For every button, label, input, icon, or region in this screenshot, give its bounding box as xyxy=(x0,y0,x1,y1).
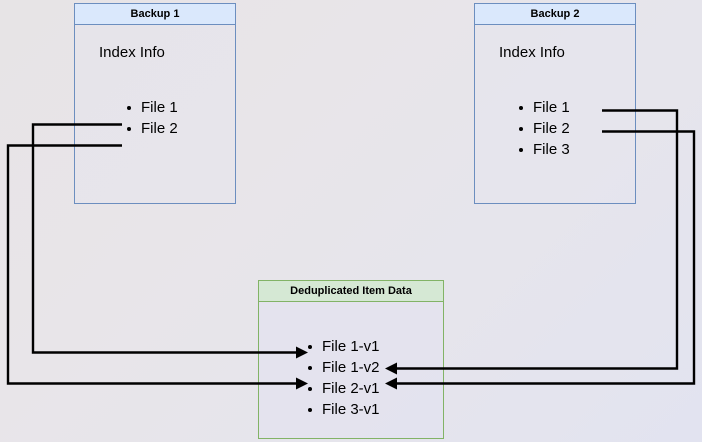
file-label: File 3-v1 xyxy=(322,401,380,418)
bullet-icon xyxy=(308,366,312,370)
file-label: File 3 xyxy=(533,141,570,158)
node-deduplicated-item-data[interactable]: Deduplicated Item Data File 1-v1 File 1-… xyxy=(258,280,444,439)
list-item[interactable]: File 2 xyxy=(125,118,178,139)
bullet-icon xyxy=(519,127,523,131)
list-item[interactable]: File 1 xyxy=(517,97,570,118)
node-backup-2[interactable]: Backup 2 Index Info File 1 File 2 File 3 xyxy=(474,3,636,204)
file-label: File 1 xyxy=(533,99,570,116)
file-label: File 1-v2 xyxy=(322,359,380,376)
node-backup-1-title: Backup 1 xyxy=(75,4,235,25)
bullet-icon xyxy=(519,148,523,152)
node-backup-1[interactable]: Backup 1 Index Info File 1 File 2 xyxy=(74,3,236,204)
list-item[interactable]: File 1 xyxy=(125,97,178,118)
list-item[interactable]: File 3-v1 xyxy=(306,399,380,420)
list-item[interactable]: File 2-v1 xyxy=(306,378,380,399)
backup-2-index-label: Index Info xyxy=(499,44,565,61)
file-label: File 1-v1 xyxy=(322,338,380,355)
bullet-icon xyxy=(127,106,131,110)
list-item[interactable]: File 1-v1 xyxy=(306,336,380,357)
list-item[interactable]: File 3 xyxy=(517,139,570,160)
file-label: File 2-v1 xyxy=(322,380,380,397)
file-label: File 2 xyxy=(141,120,178,137)
dedup-file-list: File 1-v1 File 1-v2 File 2-v1 File 3-v1 xyxy=(306,336,380,420)
node-backup-2-title: Backup 2 xyxy=(475,4,635,25)
bullet-icon xyxy=(519,106,523,110)
file-label: File 1 xyxy=(141,99,178,116)
bullet-icon xyxy=(308,408,312,412)
bullet-icon xyxy=(308,387,312,391)
bullet-icon xyxy=(308,345,312,349)
bullet-icon xyxy=(127,127,131,131)
backup-1-index-label: Index Info xyxy=(99,44,165,61)
list-item[interactable]: File 2 xyxy=(517,118,570,139)
list-item[interactable]: File 1-v2 xyxy=(306,357,380,378)
file-label: File 2 xyxy=(533,120,570,137)
backup-2-file-list: File 1 File 2 File 3 xyxy=(517,97,570,160)
backup-1-file-list: File 1 File 2 xyxy=(125,97,178,139)
node-dedup-title: Deduplicated Item Data xyxy=(259,281,443,302)
